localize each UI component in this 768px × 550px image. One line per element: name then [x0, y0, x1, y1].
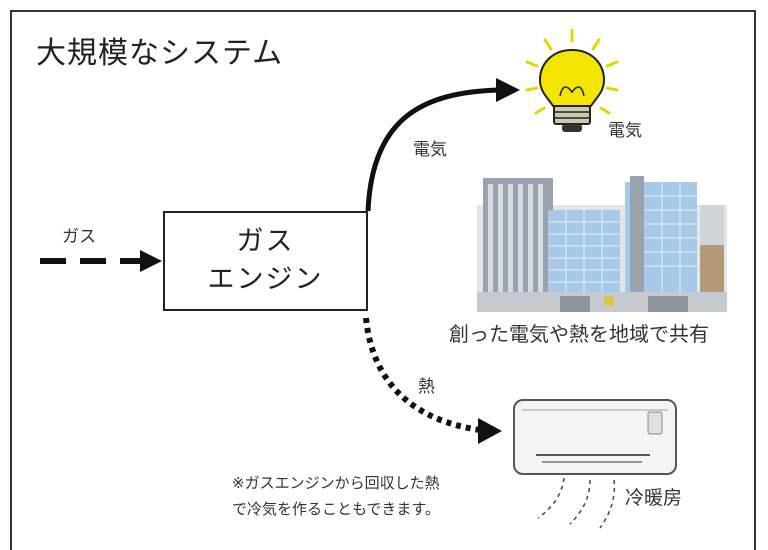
air-conditioning-label: 冷暖房: [625, 487, 683, 509]
airflow-lines: [537, 477, 616, 529]
electricity-arrow: [365, 78, 520, 212]
diagram-graphics: [40, 28, 727, 529]
gas-input-arrow: [40, 250, 162, 272]
electricity-arrow-label: 電気: [413, 140, 447, 160]
heat-arrow: [363, 317, 502, 444]
engine-label-line1: ガス: [236, 226, 295, 257]
lightbulb-icon: [525, 28, 619, 132]
diagram-frame: [10, 10, 756, 550]
city-buildings-icon: [477, 176, 727, 312]
heat-label: 熱: [418, 377, 435, 397]
gas-engine-box: ガス エンジン: [163, 211, 368, 311]
diagram-title: 大規模なシステム: [36, 36, 284, 71]
engine-label-line2: エンジン: [207, 264, 324, 295]
electricity-bulb-label: 電気: [608, 121, 642, 141]
air-conditioner-icon: [513, 399, 677, 475]
gas-label: ガス: [62, 227, 96, 247]
city-caption: 創った電気や熱を地域で共有: [449, 322, 709, 346]
note-line2: で冷気を作ることもできます。: [232, 500, 440, 518]
heat-note: ※ガスエンジンから回収した熱 で冷気を作ることもできます。: [232, 470, 440, 522]
note-line1: ※ガスエンジンから回収した熱: [232, 474, 440, 492]
